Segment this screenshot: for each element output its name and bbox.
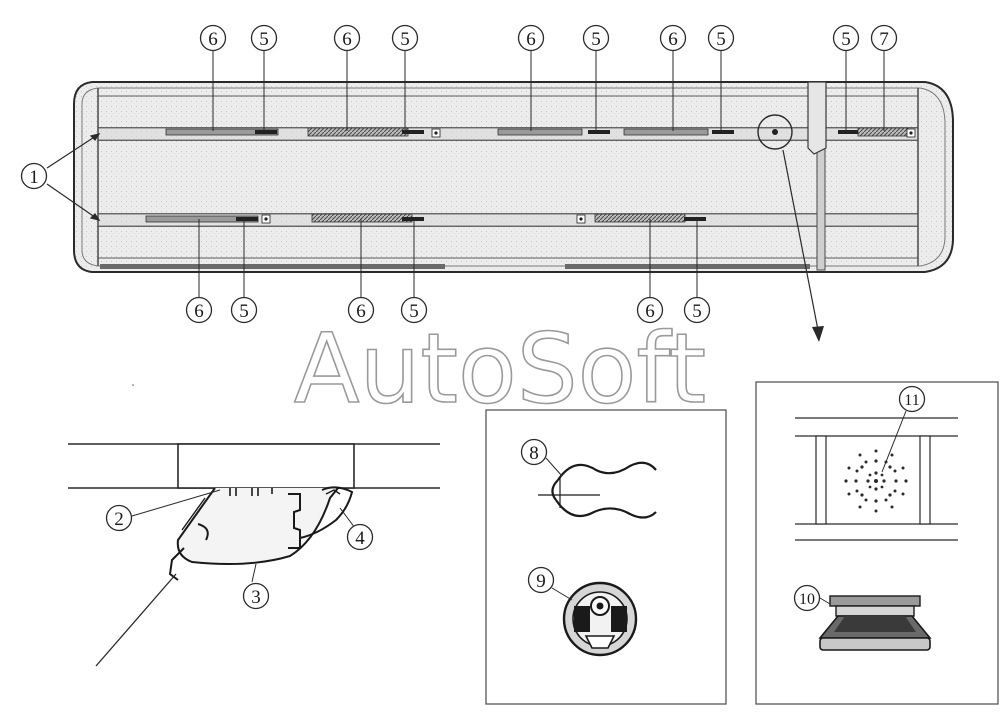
callout-top-1: 6	[199, 24, 227, 52]
callout-top-5: 6	[517, 24, 545, 52]
callout-part-3: 3	[242, 582, 270, 610]
svg-text:6: 6	[645, 301, 655, 322]
svg-text:6: 6	[208, 29, 218, 50]
svg-text:5: 5	[400, 29, 410, 50]
svg-text:3: 3	[251, 587, 261, 608]
callout-top-4: 5	[391, 24, 419, 52]
callout-ref-1: 1	[20, 162, 48, 190]
svg-text:2: 2	[114, 509, 124, 530]
fastener-detail-box: 8 9	[485, 409, 727, 705]
svg-text:7: 7	[879, 29, 889, 50]
svg-text:6: 6	[668, 29, 678, 50]
svg-text:4: 4	[355, 528, 365, 549]
svg-text:5: 5	[716, 29, 726, 50]
callout-bottom-1: 6	[185, 296, 213, 324]
callout-part-2: 2	[105, 504, 133, 532]
svg-text:5: 5	[692, 301, 702, 322]
callout-part-8: 8	[520, 438, 548, 466]
callout-top-3: 6	[333, 24, 361, 52]
svg-text:5: 5	[591, 29, 601, 50]
svg-text:6: 6	[526, 29, 536, 50]
lower-lamps	[145, 213, 706, 224]
svg-text:10: 10	[799, 591, 815, 608]
svg-text:6: 6	[356, 301, 366, 322]
svg-text:11: 11	[904, 392, 919, 409]
callout-top-8: 5	[707, 24, 735, 52]
svg-text:5: 5	[259, 29, 269, 50]
callout-top-7: 6	[659, 24, 687, 52]
svg-text:5: 5	[409, 301, 419, 322]
top-callout-leaders	[212, 50, 885, 131]
profile-section-view: 2 3 4	[68, 443, 440, 667]
callout-top-9: 5	[832, 24, 860, 52]
callout-bottom-2: 5	[230, 296, 258, 324]
callout-part-10: 10	[793, 584, 821, 612]
callout-bottom-6: 5	[683, 296, 711, 324]
svg-text:6: 6	[342, 29, 352, 50]
callout-bottom-5: 6	[636, 296, 664, 324]
speaker-detail-box: 11 10	[755, 381, 999, 705]
bottom-callout-leaders	[198, 219, 698, 297]
watermark: AutoSoft	[294, 313, 706, 425]
svg-text:1: 1	[29, 167, 39, 188]
speaker-grille	[844, 449, 908, 513]
callout-bottom-4: 5	[400, 296, 428, 324]
callout-part-11: 11	[898, 385, 926, 413]
callout-part-9: 9	[527, 566, 555, 594]
callout-top-2: 5	[250, 24, 278, 52]
callout-top-6: 5	[582, 24, 610, 52]
callout-top-10: 7	[870, 24, 898, 52]
svg-text:6: 6	[194, 301, 204, 322]
callout-bottom-3: 6	[347, 296, 375, 324]
svg-text:5: 5	[239, 301, 249, 322]
top-callouts: 6 5 6 5 6 5 6 5 5 7	[199, 24, 898, 52]
svg-text:8: 8	[529, 443, 539, 464]
upper-lamps	[165, 127, 916, 138]
ceiling-plan-view	[73, 81, 954, 342]
ref-1-leaders	[46, 133, 101, 221]
callout-part-4: 4	[346, 523, 374, 551]
bottom-callouts: 6 5 6 5 6 5	[185, 296, 711, 324]
svg-text:5: 5	[841, 29, 851, 50]
svg-text:9: 9	[536, 571, 546, 592]
